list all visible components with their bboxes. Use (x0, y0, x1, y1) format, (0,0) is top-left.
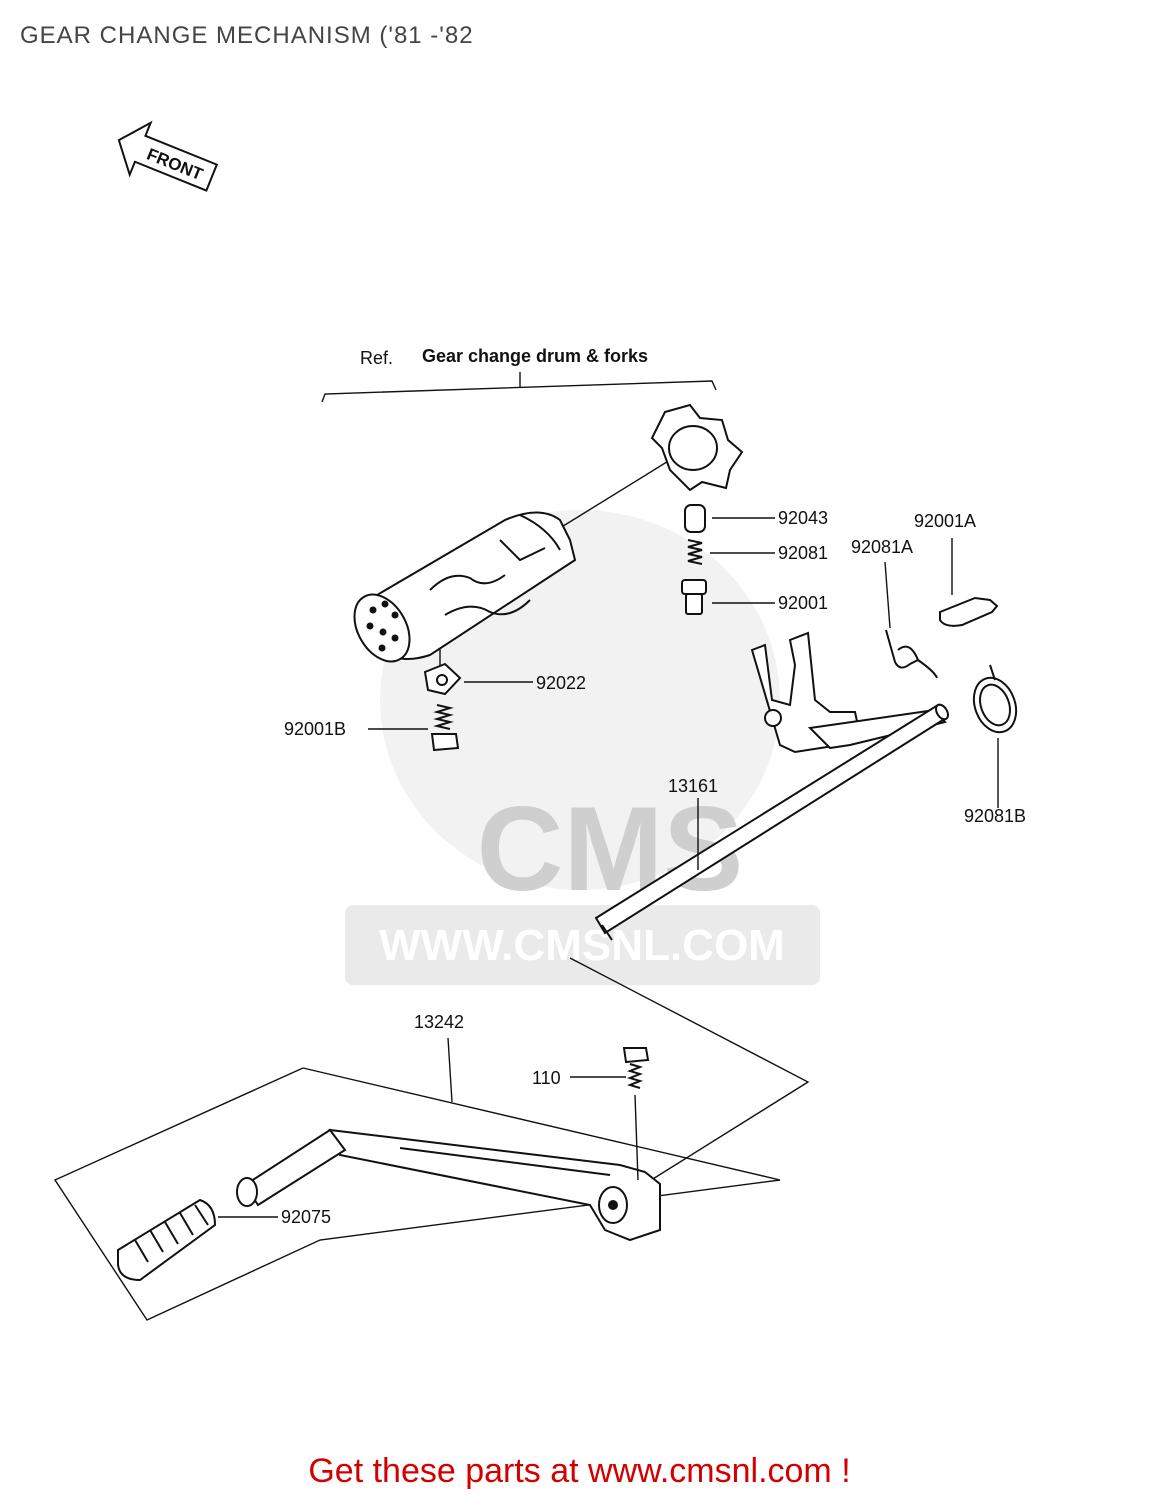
label-92081B: 92081B (964, 806, 1026, 826)
part-92001: 92001 (681, 579, 828, 615)
ref-bracket: Ref. Gear change drum & forks (321, 346, 717, 403)
label-110: 110 (532, 1068, 561, 1088)
label-92081: 92081 (778, 543, 828, 563)
part-92043: 92043 (684, 504, 828, 533)
page-title: GEAR CHANGE MECHANISM ('81 -'82 (20, 22, 474, 49)
part-92001A: 92001A (914, 511, 999, 627)
part-110: 110 (532, 1047, 650, 1181)
part-92081: 92081 (687, 539, 828, 565)
label-92001A: 92001A (914, 511, 976, 531)
assembly-lines (53, 957, 810, 1321)
watermark-logo: CMS (477, 782, 744, 916)
front-arrow-icon: FRONT (117, 120, 219, 192)
label-92001: 92001 (778, 593, 828, 613)
label-13161: 13161 (668, 776, 718, 796)
part-92075: 92075 (117, 1198, 331, 1282)
label-92022: 92022 (536, 673, 586, 693)
gear-change-drum (353, 403, 744, 663)
part-92081B: 92081B (964, 664, 1026, 826)
label-13242: 13242 (414, 1012, 464, 1032)
label-92081A: 92081A (851, 537, 913, 557)
ref-label: Gear change drum & forks (422, 346, 648, 366)
part-92001B: 92001B (284, 704, 460, 752)
label-92075: 92075 (281, 1207, 331, 1227)
part-13242: 13242 (236, 1012, 661, 1242)
label-92043: 92043 (778, 508, 828, 528)
cta-link[interactable]: Get these parts at www.cmsnl.com ! (308, 1452, 851, 1490)
watermark-url: WWW.CMSNL.COM (379, 921, 785, 970)
part-92022: 92022 (423, 648, 586, 696)
part-92081A: 92081A (851, 537, 938, 679)
part-13161: 13161 (594, 631, 949, 941)
ref-prefix: Ref. (360, 348, 393, 368)
label-92001B: 92001B (284, 719, 346, 739)
